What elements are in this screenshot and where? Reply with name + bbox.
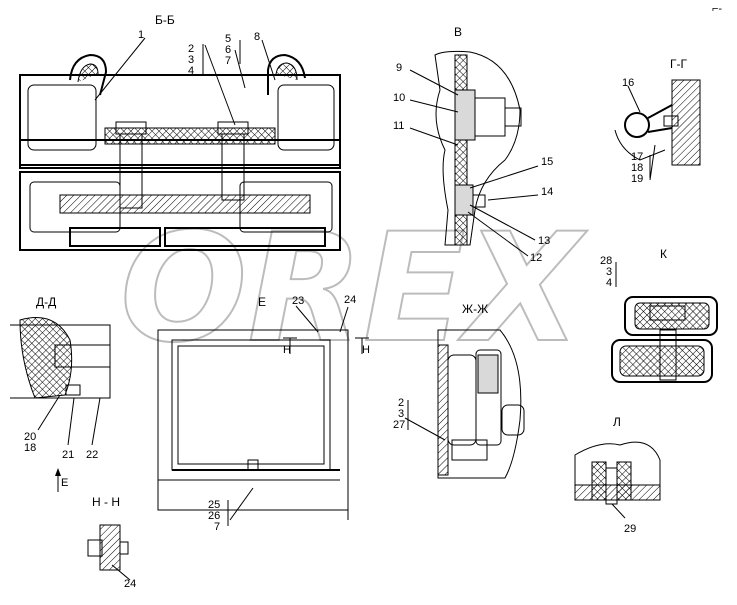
callout-21: 21 — [62, 449, 74, 461]
zhzh-outline — [437, 329, 522, 479]
l-outline — [574, 441, 661, 501]
section-gg-title: Г-Г — [670, 57, 687, 71]
view-v: В 9 10 11 15 14 13 12 — [393, 25, 553, 264]
view-mark-n1: Н — [283, 344, 291, 356]
plate-strip — [454, 54, 468, 246]
section-zhzh-view: Ж-Ж 2 3 27 — [393, 302, 525, 479]
view-mark-e: Е — [61, 477, 68, 489]
callout-2-zh: 2 — [398, 397, 404, 409]
callout-9: 9 — [396, 62, 402, 74]
dd-glass — [54, 344, 111, 368]
callout-25: 25 — [208, 499, 220, 511]
view-v-title: В — [454, 25, 462, 39]
view-k-title: К — [660, 247, 667, 261]
callout-17: 17 — [631, 151, 643, 163]
callout-28: 28 — [600, 255, 612, 267]
callout-16: 16 — [622, 77, 634, 89]
wall-section — [671, 79, 701, 166]
callout-3-k: 3 — [606, 266, 612, 278]
lower-plate — [59, 194, 311, 214]
callout-10: 10 — [393, 92, 405, 104]
callout-5: 5 — [225, 33, 231, 45]
section-zhzh-title: Ж-Ж — [462, 302, 488, 316]
section-nn-title: Н - Н — [92, 495, 120, 509]
gasket-plate — [104, 127, 276, 145]
callout-7: 7 — [225, 55, 231, 67]
callout-11: 11 — [393, 120, 404, 132]
clamp-ring — [624, 112, 650, 138]
bracket-outline — [434, 50, 521, 246]
seal-right — [267, 53, 306, 95]
callout-20: 20 — [24, 431, 36, 443]
callout-18-dd: 18 — [24, 442, 36, 454]
dd-seal — [19, 317, 73, 399]
section-nn-view: Н - Н 24 — [87, 495, 136, 590]
callout-27: 27 — [393, 419, 405, 431]
view-k: К 28 3 4 — [600, 247, 718, 383]
callout-7-e: 7 — [214, 521, 220, 533]
callout-22: 22 — [86, 449, 98, 461]
callout-6: 6 — [225, 44, 231, 56]
callout-3: 3 — [188, 54, 194, 66]
callout-14: 14 — [541, 186, 553, 198]
housing-bottom — [19, 171, 341, 251]
section-dd-view: Д-Д 20 18 21 22 Е — [10, 295, 111, 492]
callout-26: 26 — [208, 510, 220, 522]
callout-1: 1 — [138, 29, 144, 41]
view-l-title: Л — [613, 415, 621, 429]
callout-18: 18 — [631, 162, 643, 174]
corner-mark: ⌐- — [712, 3, 722, 15]
k-lower-profile — [611, 339, 713, 383]
view-e: Е 23 24 25 26 7 Н Н — [157, 294, 370, 533]
callout-2: 2 — [188, 43, 194, 55]
callout-13: 13 — [538, 235, 550, 247]
nn-wall — [99, 524, 121, 571]
callout-4: 4 — [188, 65, 194, 77]
section-bb-title: Б-Б — [155, 13, 175, 27]
callout-4-k: 4 — [606, 277, 612, 289]
callout-24-nn: 24 — [124, 578, 136, 590]
view-mark-n2: Н — [362, 344, 370, 356]
callout-12: 12 — [530, 252, 542, 264]
callout-24: 24 — [344, 294, 356, 306]
seal-left — [69, 53, 108, 96]
housing-top — [19, 74, 341, 166]
callout-15: 15 — [541, 156, 553, 168]
view-e-title: Е — [258, 295, 266, 309]
view-l: Л 29 — [574, 415, 661, 535]
callout-3-zh: 3 — [398, 408, 404, 420]
callout-29: 29 — [624, 523, 636, 535]
watermark-text: OREX — [120, 202, 587, 376]
section-dd-title: Д-Д — [36, 295, 56, 309]
nut-block — [454, 89, 476, 141]
section-bb-view: Б-Б 1 2 3 4 5 6 7 — [19, 13, 341, 251]
k-upper-profile — [624, 296, 718, 336]
callout-19: 19 — [631, 173, 643, 185]
section-gg-view: Г-Г 16 17 18 19 — [614, 57, 701, 185]
callout-8: 8 — [254, 31, 260, 43]
callout-23: 23 — [292, 295, 304, 307]
